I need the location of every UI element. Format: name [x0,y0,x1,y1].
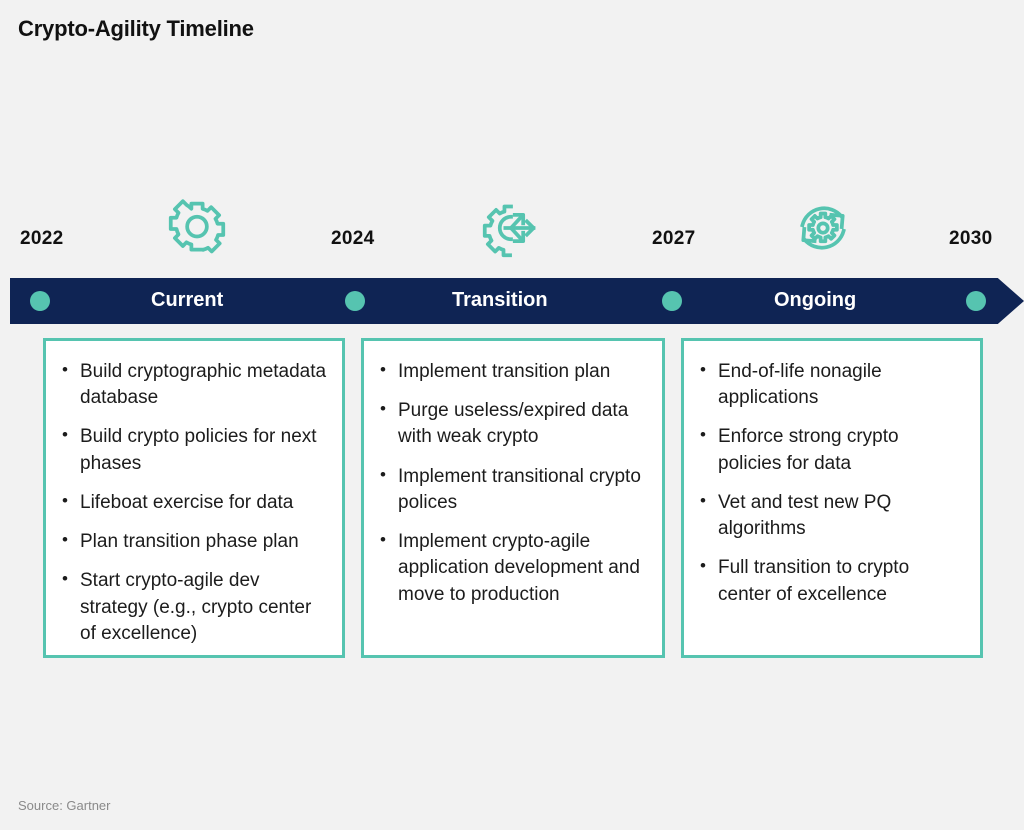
phase-label-transition: Transition [452,289,548,311]
phase-detail-boxes: Build cryptographic metadata database Bu… [0,338,1024,660]
list-item: Build cryptographic metadata database [60,358,328,411]
list-item: Purge useless/expired data with weak cry… [378,397,648,450]
timeline-milestone-dot-2024 [345,291,365,311]
phase-label-ongoing: Ongoing [774,289,857,311]
gear-refresh-cycle-icon [793,198,853,258]
year-label-2022: 2022 [20,228,64,249]
phase-box-current: Build cryptographic metadata database Bu… [43,338,345,658]
timeline-arrow-bar [0,278,1024,324]
list-item: End-of-life nonagile applications [698,358,966,411]
gear-arrows-icon [481,198,541,258]
list-item: Start crypto-agile dev strategy (e.g., c… [60,567,328,647]
list-item: Build crypto policies for next phases [60,423,328,476]
year-label-2024: 2024 [331,228,375,249]
page-title: Crypto-Agility Timeline [18,16,254,41]
list-item: Implement crypto-agile application devel… [378,528,648,608]
list-item: Implement transitional crypto polices [378,463,648,516]
list-item: Enforce strong crypto policies for data [698,423,966,476]
list-item: Vet and test new PQ algorithms [698,489,966,542]
timeline-bar-content: Current Transition Ongoing [0,278,1024,324]
bullet-list-current: Build cryptographic metadata database Bu… [46,341,342,647]
phase-label-current: Current [151,289,224,311]
list-item: Plan transition phase plan [60,528,328,555]
list-item: Full transition to crypto center of exce… [698,554,966,607]
timeline-milestone-dot-2030 [966,291,986,311]
list-item: Implement transition plan [378,358,648,385]
timeline-milestone-dot-2022 [30,291,50,311]
timeline: 2022 2024 2027 2030 Current Transition O… [0,190,1024,335]
year-label-2030: 2030 [949,228,993,249]
gear-icon [167,198,227,258]
bullet-list-transition: Implement transition plan Purge useless/… [364,341,662,608]
source-attribution: Source: Gartner [18,798,111,813]
phase-box-transition: Implement transition plan Purge useless/… [361,338,665,658]
list-item: Lifeboat exercise for data [60,489,328,516]
bullet-list-ongoing: End-of-life nonagile applications Enforc… [684,341,980,608]
year-label-2027: 2027 [652,228,696,249]
phase-box-ongoing: End-of-life nonagile applications Enforc… [681,338,983,658]
timeline-milestone-dot-2027 [662,291,682,311]
